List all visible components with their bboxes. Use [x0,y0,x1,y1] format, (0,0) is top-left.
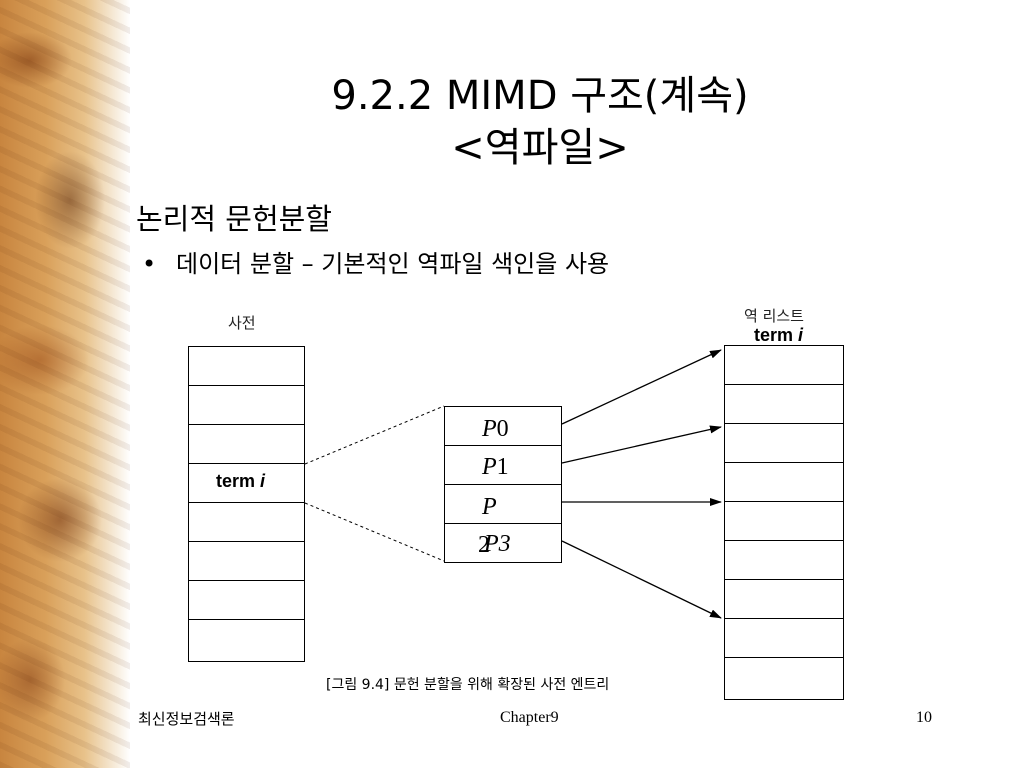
slide-title: 9.2.2 MIMD 구조(계속) <역파일> [200,70,880,174]
dictionary-cell [189,347,304,386]
partition-table [444,406,562,563]
inverted-list-cell [725,346,843,385]
dictionary-cell [189,386,304,425]
footer-page-number: 10 [916,709,932,726]
dictionary-label: 사전 [228,314,256,332]
partition-label-p1: P1 [482,454,509,480]
inverted-list-cell [725,619,843,658]
bullet-marker: • [142,250,157,278]
dictionary-table [188,346,305,662]
dashed-line-bottom [304,502,445,562]
inverted-list-label: 역 리스트 [744,307,804,325]
partition-label-p2: 2 [478,532,490,558]
partition-label-p3: P3 [484,531,511,557]
bullet-text: 데이터 분할 – 기본적인 역파일 색인을 사용 [176,250,610,278]
bullet-item: • 데이터 분할 – 기본적인 역파일 색인을 사용 [142,244,609,279]
dictionary-cell [189,542,304,581]
dictionary-cell [189,425,304,464]
title-line-2: <역파일> [451,125,629,171]
inverted-list-cell [725,541,843,580]
dictionary-term-label: term i [216,471,266,491]
arrow-p1 [561,425,722,464]
dictionary-cell-term [189,464,304,503]
title-line-1: 9.2.2 MIMD 구조(계속) [331,73,749,119]
partition-cell [445,407,561,446]
dashed-line-top [304,405,445,465]
partition-label-p0: P0 [482,416,509,442]
partition-cell [445,446,561,485]
inverted-list-cell [725,502,843,541]
inverted-list-table [724,345,844,700]
partition-label-p: P [482,494,497,520]
figure-caption: [그림 9.4] 문헌 분할을 위해 확장된 사전 엔트리 [326,677,610,693]
inverted-list-cell [725,463,843,502]
arrow-p0 [561,349,722,425]
inverted-term-label: term i [754,325,804,345]
dictionary-cell [189,581,304,620]
partition-cell [445,485,561,524]
arrow-p2 [561,540,722,619]
inverted-list-cell [725,424,843,463]
footer-chapter: Chapter9 [500,709,559,726]
inverted-list-cell [725,385,843,424]
inverted-list-cell [725,580,843,619]
section-heading: 논리적 문헌분할 [136,202,332,236]
dictionary-cell [189,503,304,542]
decorative-map-border [0,0,130,768]
footer-course-title: 최신정보검색론 [138,710,235,728]
